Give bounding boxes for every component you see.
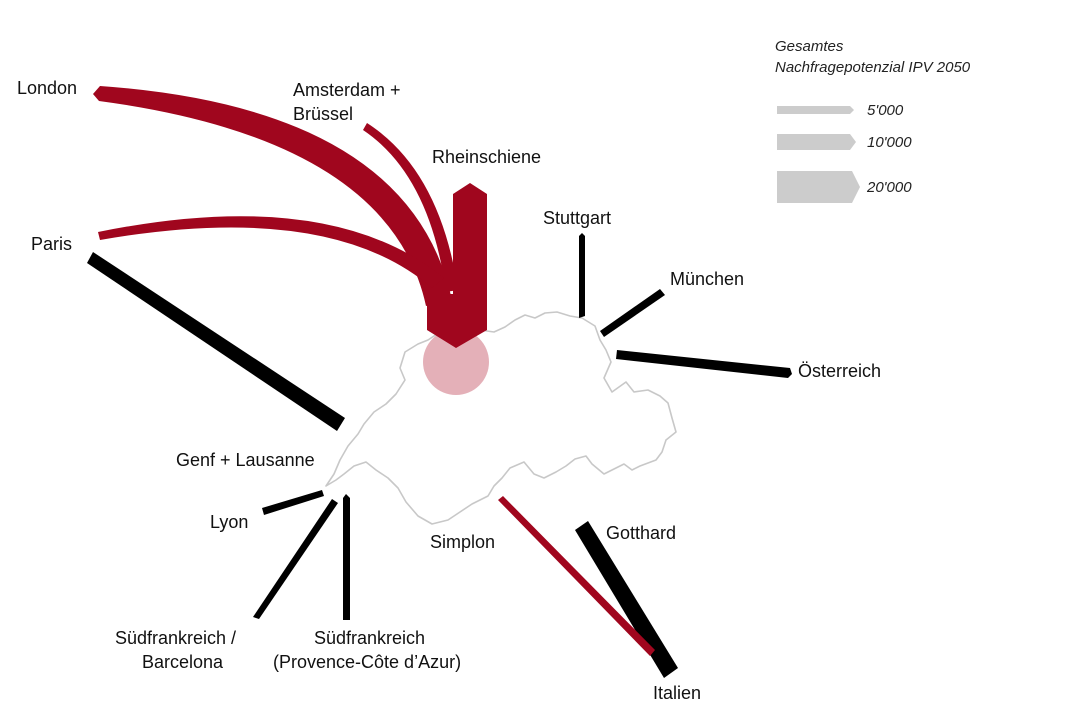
flow-amsterdam bbox=[363, 123, 458, 292]
label-rheinschiene: Rheinschiene bbox=[432, 147, 541, 167]
flow-paris bbox=[98, 216, 444, 288]
flow-oesterreich bbox=[616, 350, 792, 378]
label-amsterdam-line2: Brüssel bbox=[293, 104, 353, 124]
flow-rheinschiene bbox=[427, 183, 487, 348]
label-suedfr-barcelona-line1: Südfrankreich / bbox=[115, 628, 236, 648]
flow-london bbox=[93, 86, 452, 306]
label-london: London bbox=[17, 78, 77, 98]
flow-suedfr-provence bbox=[343, 494, 350, 620]
switzerland-outline bbox=[325, 311, 677, 525]
legend-arrow-20000 bbox=[777, 171, 860, 203]
flow-gotthard bbox=[575, 521, 678, 678]
flow-simplon bbox=[498, 496, 655, 656]
legend: Gesamtes Nachfragepotenzial IPV 2050 5'0… bbox=[775, 38, 971, 203]
label-gotthard: Gotthard bbox=[606, 523, 676, 543]
legend-label-20000: 20'000 bbox=[866, 179, 912, 196]
flow-stuttgart bbox=[579, 233, 585, 318]
label-muenchen: München bbox=[670, 269, 744, 289]
label-genf: Genf + Lausanne bbox=[176, 450, 315, 470]
legend-label-5000: 5'000 bbox=[867, 102, 904, 119]
label-simplon: Simplon bbox=[430, 532, 495, 552]
legend-title-line1: Gesamtes bbox=[775, 38, 844, 55]
flow-muenchen bbox=[600, 289, 665, 337]
label-suedfr-provence-line1: Südfrankreich bbox=[314, 628, 425, 648]
legend-title-line2: Nachfragepotenzial IPV 2050 bbox=[775, 59, 971, 76]
label-oesterreich: Österreich bbox=[798, 361, 881, 381]
label-lyon: Lyon bbox=[210, 512, 248, 532]
label-paris: Paris bbox=[31, 234, 72, 254]
label-stuttgart: Stuttgart bbox=[543, 208, 611, 228]
label-amsterdam-line1: Amsterdam + bbox=[293, 80, 401, 100]
label-italien: Italien bbox=[653, 683, 701, 703]
legend-arrow-10000 bbox=[777, 134, 856, 150]
hub-circle bbox=[423, 329, 489, 395]
label-suedfr-provence-line2: (Provence-Côte d’Azur) bbox=[273, 652, 461, 672]
label-suedfr-barcelona-line2: Barcelona bbox=[142, 652, 224, 672]
flow-paris-genf bbox=[87, 252, 345, 431]
flow-lyon bbox=[262, 490, 324, 515]
flow-suedfr-barcelona bbox=[253, 499, 338, 619]
legend-label-10000: 10'000 bbox=[867, 134, 912, 151]
legend-arrow-5000 bbox=[777, 106, 854, 114]
